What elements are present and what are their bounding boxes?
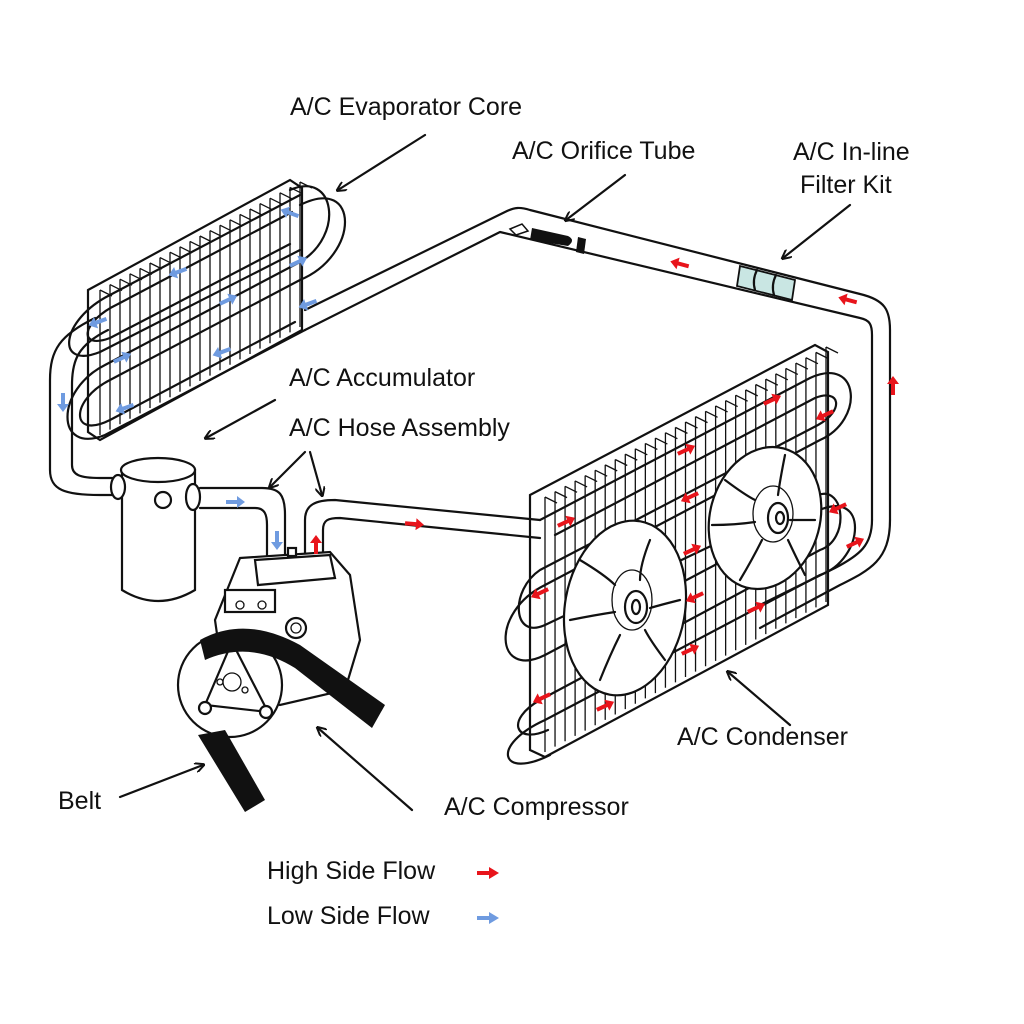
high-side-flow-arrow xyxy=(845,536,865,549)
label-belt: Belt xyxy=(58,787,102,815)
condenser-fan-small xyxy=(707,445,823,591)
low-side-flow-arrow xyxy=(88,317,108,329)
accumulator-pointer xyxy=(206,398,277,438)
low-side-flow-arrow xyxy=(212,347,232,359)
high-side-flow-arrow xyxy=(746,601,766,614)
fin-cap xyxy=(825,346,839,354)
legend-low-side-label: Low Side Flow xyxy=(267,902,430,930)
low-side-flow-arrow xyxy=(168,267,188,279)
legend-high-side-label: High Side Flow xyxy=(267,857,436,885)
high-side-flow-arrow xyxy=(532,692,552,705)
red-arrow-icon xyxy=(477,867,499,879)
orifice-pointer xyxy=(566,173,627,220)
pointer-arrows xyxy=(118,133,852,812)
low-side-flow-arrow xyxy=(288,255,308,268)
label-compressor: A/C Compressor xyxy=(444,793,629,821)
label-orifice-tube: A/C Orifice Tube xyxy=(512,137,696,165)
high-side-flow-arrow xyxy=(595,699,615,712)
label-hose-assembly: A/C Hose Assembly xyxy=(289,414,510,442)
low-side-flow-arrow xyxy=(57,393,69,412)
high-side-flow-arrow xyxy=(828,502,848,515)
low-side-flow-arrow xyxy=(218,293,238,306)
high-side-flow-arrow xyxy=(556,515,576,528)
label-evaporator-core: A/C Evaporator Core xyxy=(290,93,523,121)
inline-filter-part xyxy=(735,264,797,302)
label-inline-filter-line1: A/C In-line xyxy=(793,138,910,166)
filter-pointer xyxy=(783,203,852,258)
accumulator xyxy=(109,456,202,603)
high-side-flow-arrow xyxy=(680,643,700,656)
condenser-fan-large xyxy=(562,519,688,697)
low-side-flow-arrow xyxy=(280,206,300,218)
compressor xyxy=(176,546,362,739)
orifice-tube-part xyxy=(508,223,586,254)
label-inline-filter-line2: Filter Kit xyxy=(800,171,892,199)
high-side-flow-arrow xyxy=(815,409,835,422)
evaporator-pointer xyxy=(338,133,427,190)
high-side-flow-arrow xyxy=(685,591,705,604)
high-side-flow-arrow xyxy=(838,293,858,306)
low-side-flow-arrow xyxy=(112,351,132,364)
label-accumulator: A/C Accumulator xyxy=(289,364,476,392)
low-side-flow-arrow xyxy=(115,403,135,415)
blue-arrow-icon xyxy=(477,912,499,924)
belt-pointer xyxy=(118,765,203,799)
compressor-pointer xyxy=(318,728,414,812)
condenser-pointer xyxy=(728,672,792,727)
high-side-flow-arrow xyxy=(887,376,899,395)
high-side-flow-arrow xyxy=(682,543,702,556)
hose-pointer-2 xyxy=(308,450,322,495)
high-side-flow-arrow xyxy=(670,257,690,270)
high-side-flow-arrow xyxy=(530,587,550,600)
belt-part xyxy=(198,628,385,812)
high-side-flow-arrow xyxy=(676,443,696,456)
high-side-flow-arrow xyxy=(680,491,700,504)
low-side-flow-arrow xyxy=(298,299,318,311)
condenser xyxy=(504,343,892,765)
hose-pointer-1 xyxy=(270,450,307,487)
high-side-flow-arrow xyxy=(404,518,424,531)
high-side-flow-arrow xyxy=(762,393,782,406)
low-side-flow-arrow xyxy=(271,531,283,550)
high-side-flow-arrow xyxy=(310,535,322,554)
low-side-flow-arrow xyxy=(226,496,245,508)
evaporator-core xyxy=(66,178,346,442)
label-condenser: A/C Condenser xyxy=(677,723,848,751)
